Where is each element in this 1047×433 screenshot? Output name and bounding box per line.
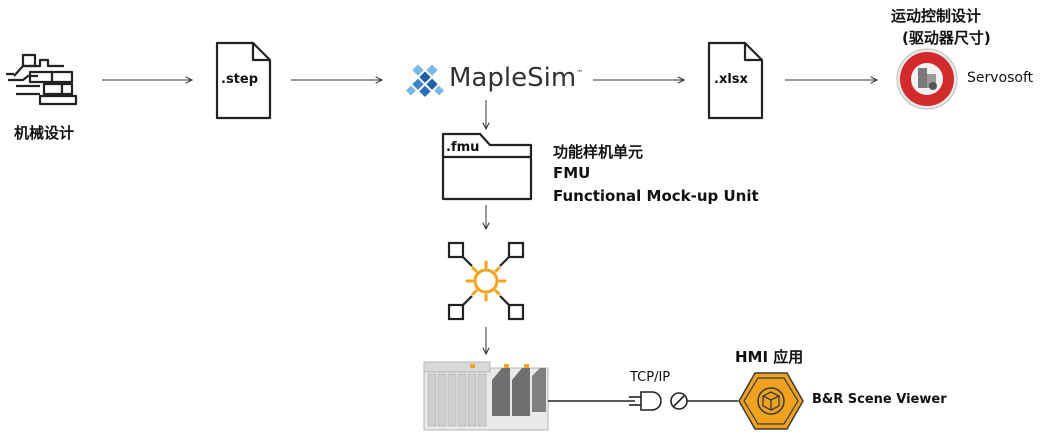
- mechanical-design-label: 机械设计: [14, 124, 75, 142]
- maplesim-name: MapleSim: [449, 63, 577, 93]
- xlsx-file-ext: .xlsx: [714, 72, 748, 87]
- fmu-full-name: Functional Mock-up Unit: [553, 187, 759, 205]
- mechanical-design-icon: [6, 53, 78, 106]
- scene-viewer-icon: [738, 372, 804, 430]
- hmi-app-title: HMI 应用: [735, 348, 804, 366]
- maplesim-wordmark: MapleSim™: [449, 63, 583, 93]
- step-file-icon: [215, 41, 272, 120]
- fmu-folder-icon: [441, 132, 533, 201]
- servosoft-seal-icon: [896, 48, 958, 110]
- xlsx-file-icon: [707, 41, 764, 120]
- scene-viewer-label: B&R Scene Viewer: [812, 392, 947, 407]
- fmu-abbreviation: FMU: [553, 164, 591, 182]
- drive-sizing-subtitle: (驱动器尺寸): [902, 29, 991, 47]
- servosoft-label: Servosoft: [967, 70, 1034, 86]
- plc-controller-image: [423, 361, 549, 431]
- fmu-title-cn: 功能样机单元: [553, 143, 644, 161]
- tcpip-connection: [548, 391, 738, 411]
- step-file-ext: .step: [221, 72, 259, 87]
- maplesim-trademark: ™: [576, 69, 584, 77]
- maplesim-logo-icon: [405, 64, 445, 97]
- network-hub-icon: [447, 241, 525, 321]
- tcpip-label: TCP/IP: [630, 370, 671, 385]
- motion-control-title: 运动控制设计: [891, 7, 982, 25]
- fmu-folder-label: .fmu: [446, 140, 480, 155]
